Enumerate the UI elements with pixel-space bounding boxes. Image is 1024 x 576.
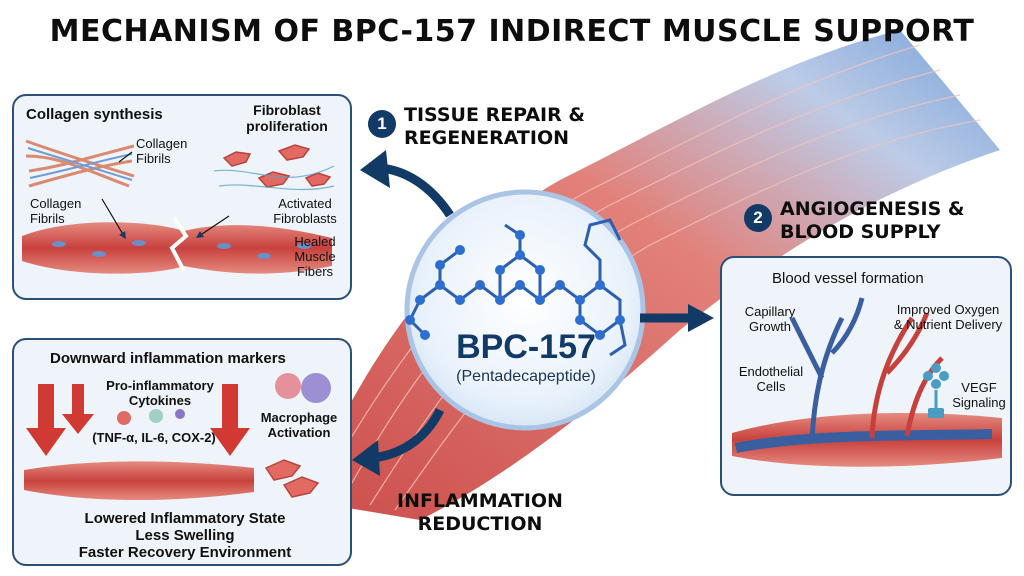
capillary-line1: Capillary (744, 304, 796, 319)
molecule-structure (408, 218, 627, 357)
activated-fibroblasts-line1: Activated (278, 196, 332, 211)
repair-illustration (22, 139, 335, 274)
step-1-line1: TISSUE REPAIR & (404, 104, 585, 126)
inflamed-muscle-fiber (24, 461, 254, 501)
macrophage-label: Macrophage Activation (254, 410, 344, 440)
fibroblast-cell (277, 144, 311, 161)
fibroblast-cell (257, 171, 291, 188)
angio-illustration (732, 297, 1002, 467)
inflammation-heading: Downward inflammation markers (50, 350, 286, 367)
step-3-title: INFLAMMATION REDUCTION (380, 490, 580, 536)
healed-line2: Muscle (294, 249, 336, 264)
blood-vessel-heading: Blood vessel formation (772, 270, 924, 287)
vegf-icon (923, 371, 933, 381)
outcome-line1: Lowered Inflammatory State (84, 510, 286, 527)
fibroblast-heading: Fibroblast proliferation (232, 102, 342, 134)
page-title: MECHANISM OF BPC-157 INDIRECT MUSCLE SUP… (49, 14, 975, 49)
capillary (869, 316, 915, 439)
cytokine-list: (TNF-α, IL-6, COX-2) (92, 430, 216, 445)
inflammation-panel: Downward inflammation markers Pro-inflam… (12, 338, 352, 566)
arrow-to-repair (379, 163, 454, 218)
step-2-line1: ANGIOGENESIS & (780, 198, 965, 220)
healed-muscle-fiber (22, 222, 332, 274)
main-vessel (735, 429, 993, 453)
activated-fibroblasts-line2: Fibroblasts (273, 211, 337, 226)
step-2-title: ANGIOGENESIS & BLOOD SUPPLY (780, 198, 965, 244)
down-arrow-icon (62, 384, 94, 434)
endothelial-label: Endothelial Cells (728, 364, 814, 394)
arrow-to-inflammation (371, 407, 445, 463)
healed-line3: Fibers (296, 264, 334, 279)
capillary-growth-label: Capillary Growth (730, 304, 810, 334)
bpc-circle (404, 189, 646, 431)
vegf-label: VEGF Signaling (948, 380, 1010, 410)
angiogenesis-panel: Blood vessel formation Capillary Growth … (720, 256, 1012, 496)
macrophage-line1: Macrophage (260, 410, 338, 425)
outcome-line3: Faster Recovery Environment (78, 544, 292, 561)
step-1-title: TISSUE REPAIR & REGENERATION (404, 104, 585, 150)
step-3-line2: REDUCTION (417, 513, 543, 535)
healed-line1: Healed (294, 234, 336, 249)
macrophage-line2: Activation (267, 425, 331, 440)
muscle-cell (264, 459, 302, 481)
muscle-cell (282, 476, 320, 498)
cytokine-icon (175, 409, 185, 419)
oxygen-line1: Improved Oxygen (896, 302, 1000, 317)
cytokines-line1: Pro-inflammatory (106, 378, 214, 393)
oxygen-label: Improved Oxygen & Nutrient Delivery (886, 302, 1010, 332)
fibroblast-cell (304, 172, 332, 187)
inflammation-illustration (24, 373, 331, 501)
step-2-line2: BLOOD SUPPLY (780, 221, 941, 243)
collagen-fibrils-top-line1: Collagen (136, 136, 188, 151)
collagen-fibrils-left-line2: Fibrils (30, 211, 65, 226)
step-3-line1: INFLAMMATION (397, 490, 563, 512)
collagen-fibrils-top-line2: Fibrils (136, 151, 171, 166)
cytokine-icon (149, 409, 163, 423)
cytokines-label: Pro-inflammatory Cytokines (100, 378, 220, 408)
collagen-fibrils-label-top: Collagen Fibrils (136, 136, 187, 166)
vegf-line2: Signaling (952, 395, 1006, 410)
collagen-synthesis-heading: Collagen synthesis (26, 106, 163, 123)
step-2-badge: 2 (744, 204, 772, 232)
bpc-name: BPC-157 (456, 328, 596, 366)
tissue-repair-panel: Collagen synthesis Fibroblast proliferat… (12, 94, 352, 300)
activated-fibroblasts-label: Activated Fibroblasts (262, 196, 348, 226)
bpc-subtitle: (Pentadecapeptide) (456, 368, 596, 385)
endothelial-line1: Endothelial (738, 364, 804, 379)
macrophage-icon (275, 373, 301, 399)
vegf-line1: VEGF (961, 380, 997, 395)
inflammation-outcome: Lowered Inflammatory State Less Swelling… (40, 510, 330, 561)
cytokines-line2: Cytokines (128, 393, 192, 408)
step-1-badge: 1 (368, 110, 396, 138)
capillary-line2: Growth (749, 319, 791, 334)
step-1-line2: REGENERATION (404, 127, 570, 149)
outcome-line2: Less Swelling (135, 527, 235, 544)
cytokine-icon (117, 411, 131, 425)
oxygen-line2: & Nutrient Delivery (893, 317, 1003, 332)
down-arrow-icon (210, 384, 250, 456)
healed-muscle-fibers-label: Healed Muscle Fibers (282, 234, 348, 279)
down-arrow-icon (26, 384, 66, 456)
macrophage-icon (301, 373, 331, 403)
collagen-fibrils-left-line1: Collagen (30, 196, 82, 211)
fibroblast-heading-line1: Fibroblast (253, 102, 321, 118)
collagen-fibrils-label-left: Collagen Fibrils (30, 196, 81, 226)
endothelial-line2: Cells (756, 379, 786, 394)
fibroblast-heading-line2: proliferation (246, 118, 328, 134)
fibroblast-cell (222, 151, 252, 167)
